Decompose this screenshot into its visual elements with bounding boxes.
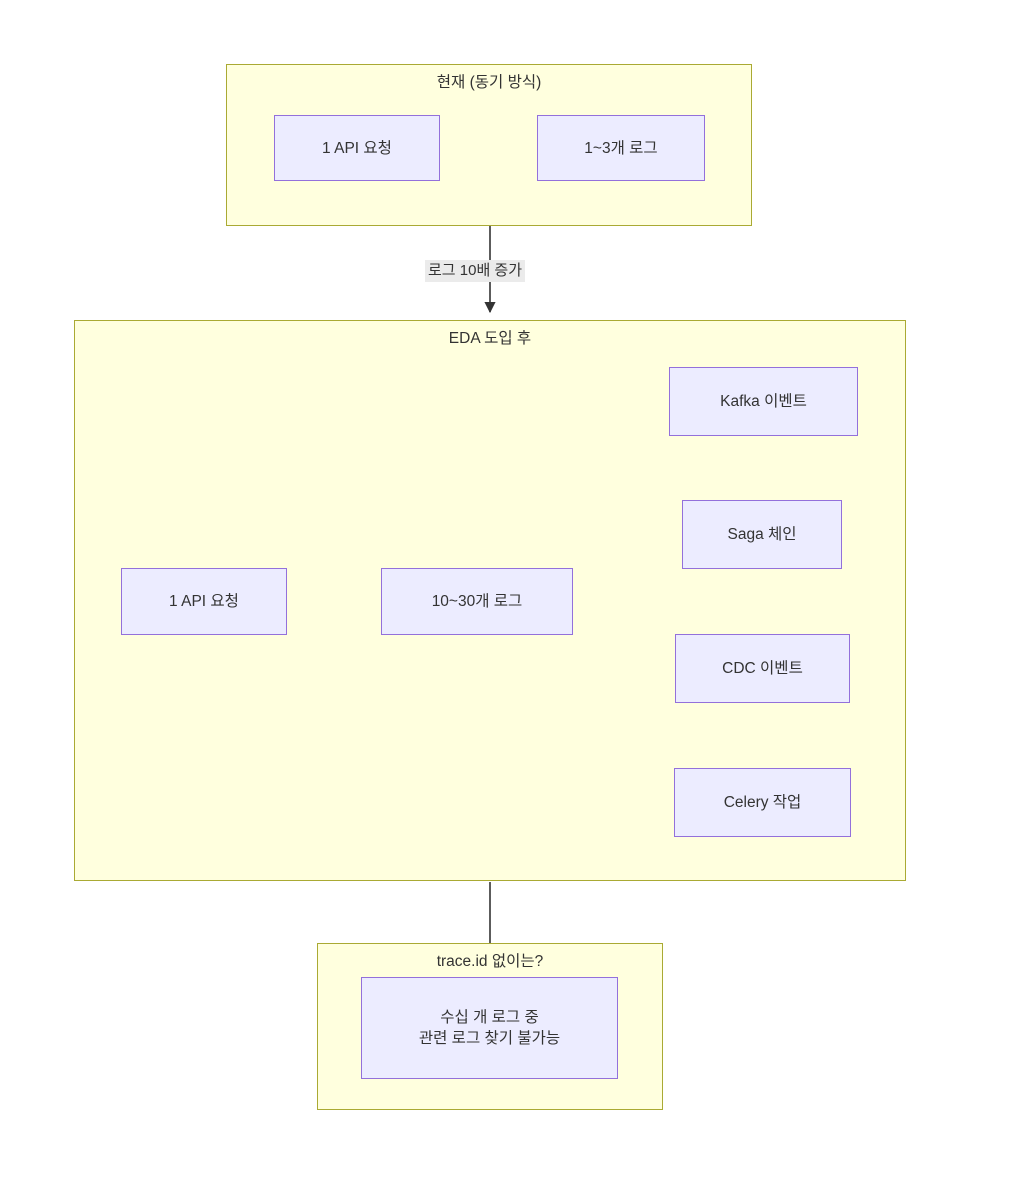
node-saga-chain[interactable]: Saga 체인	[682, 500, 842, 569]
node-cannot-find-logs-label: 수십 개 로그 중 관련 로그 찾기 불가능	[418, 1009, 561, 1047]
node-cannot-find-logs[interactable]: 수십 개 로그 중 관련 로그 찾기 불가능	[361, 977, 618, 1079]
node-api-request-current[interactable]: 1 API 요청	[274, 115, 440, 181]
cluster-current-title: 현재 (동기 방식)	[436, 74, 542, 91]
node-cdc-event[interactable]: CDC 이벤트	[675, 634, 850, 703]
node-celery-task-label: Celery 작업	[723, 794, 802, 811]
node-logs-10-30-label: 10~30개 로그	[431, 593, 523, 610]
node-logs-1-3[interactable]: 1~3개 로그	[537, 115, 705, 181]
node-celery-task[interactable]: Celery 작업	[674, 768, 851, 837]
cluster-problem-title: trace.id 없이는?	[436, 953, 544, 970]
node-cdc-event-label: CDC 이벤트	[722, 660, 803, 677]
cluster-eda-title: EDA 도입 후	[448, 330, 532, 347]
node-api-request-current-label: 1 API 요청	[322, 139, 392, 157]
node-kafka-event-label: Kafka 이벤트	[720, 393, 807, 410]
node-kafka-event[interactable]: Kafka 이벤트	[669, 367, 858, 436]
node-saga-chain-label: Saga 체인	[727, 526, 797, 543]
node-api-request-eda[interactable]: 1 API 요청	[121, 568, 287, 635]
node-logs-1-3-label: 1~3개 로그	[584, 139, 658, 157]
node-logs-10-30[interactable]: 10~30개 로그	[381, 568, 573, 635]
edge-label-log-10x-increase: 로그 10배 증가	[425, 260, 526, 282]
node-api-request-eda-label: 1 API 요청	[169, 593, 239, 610]
